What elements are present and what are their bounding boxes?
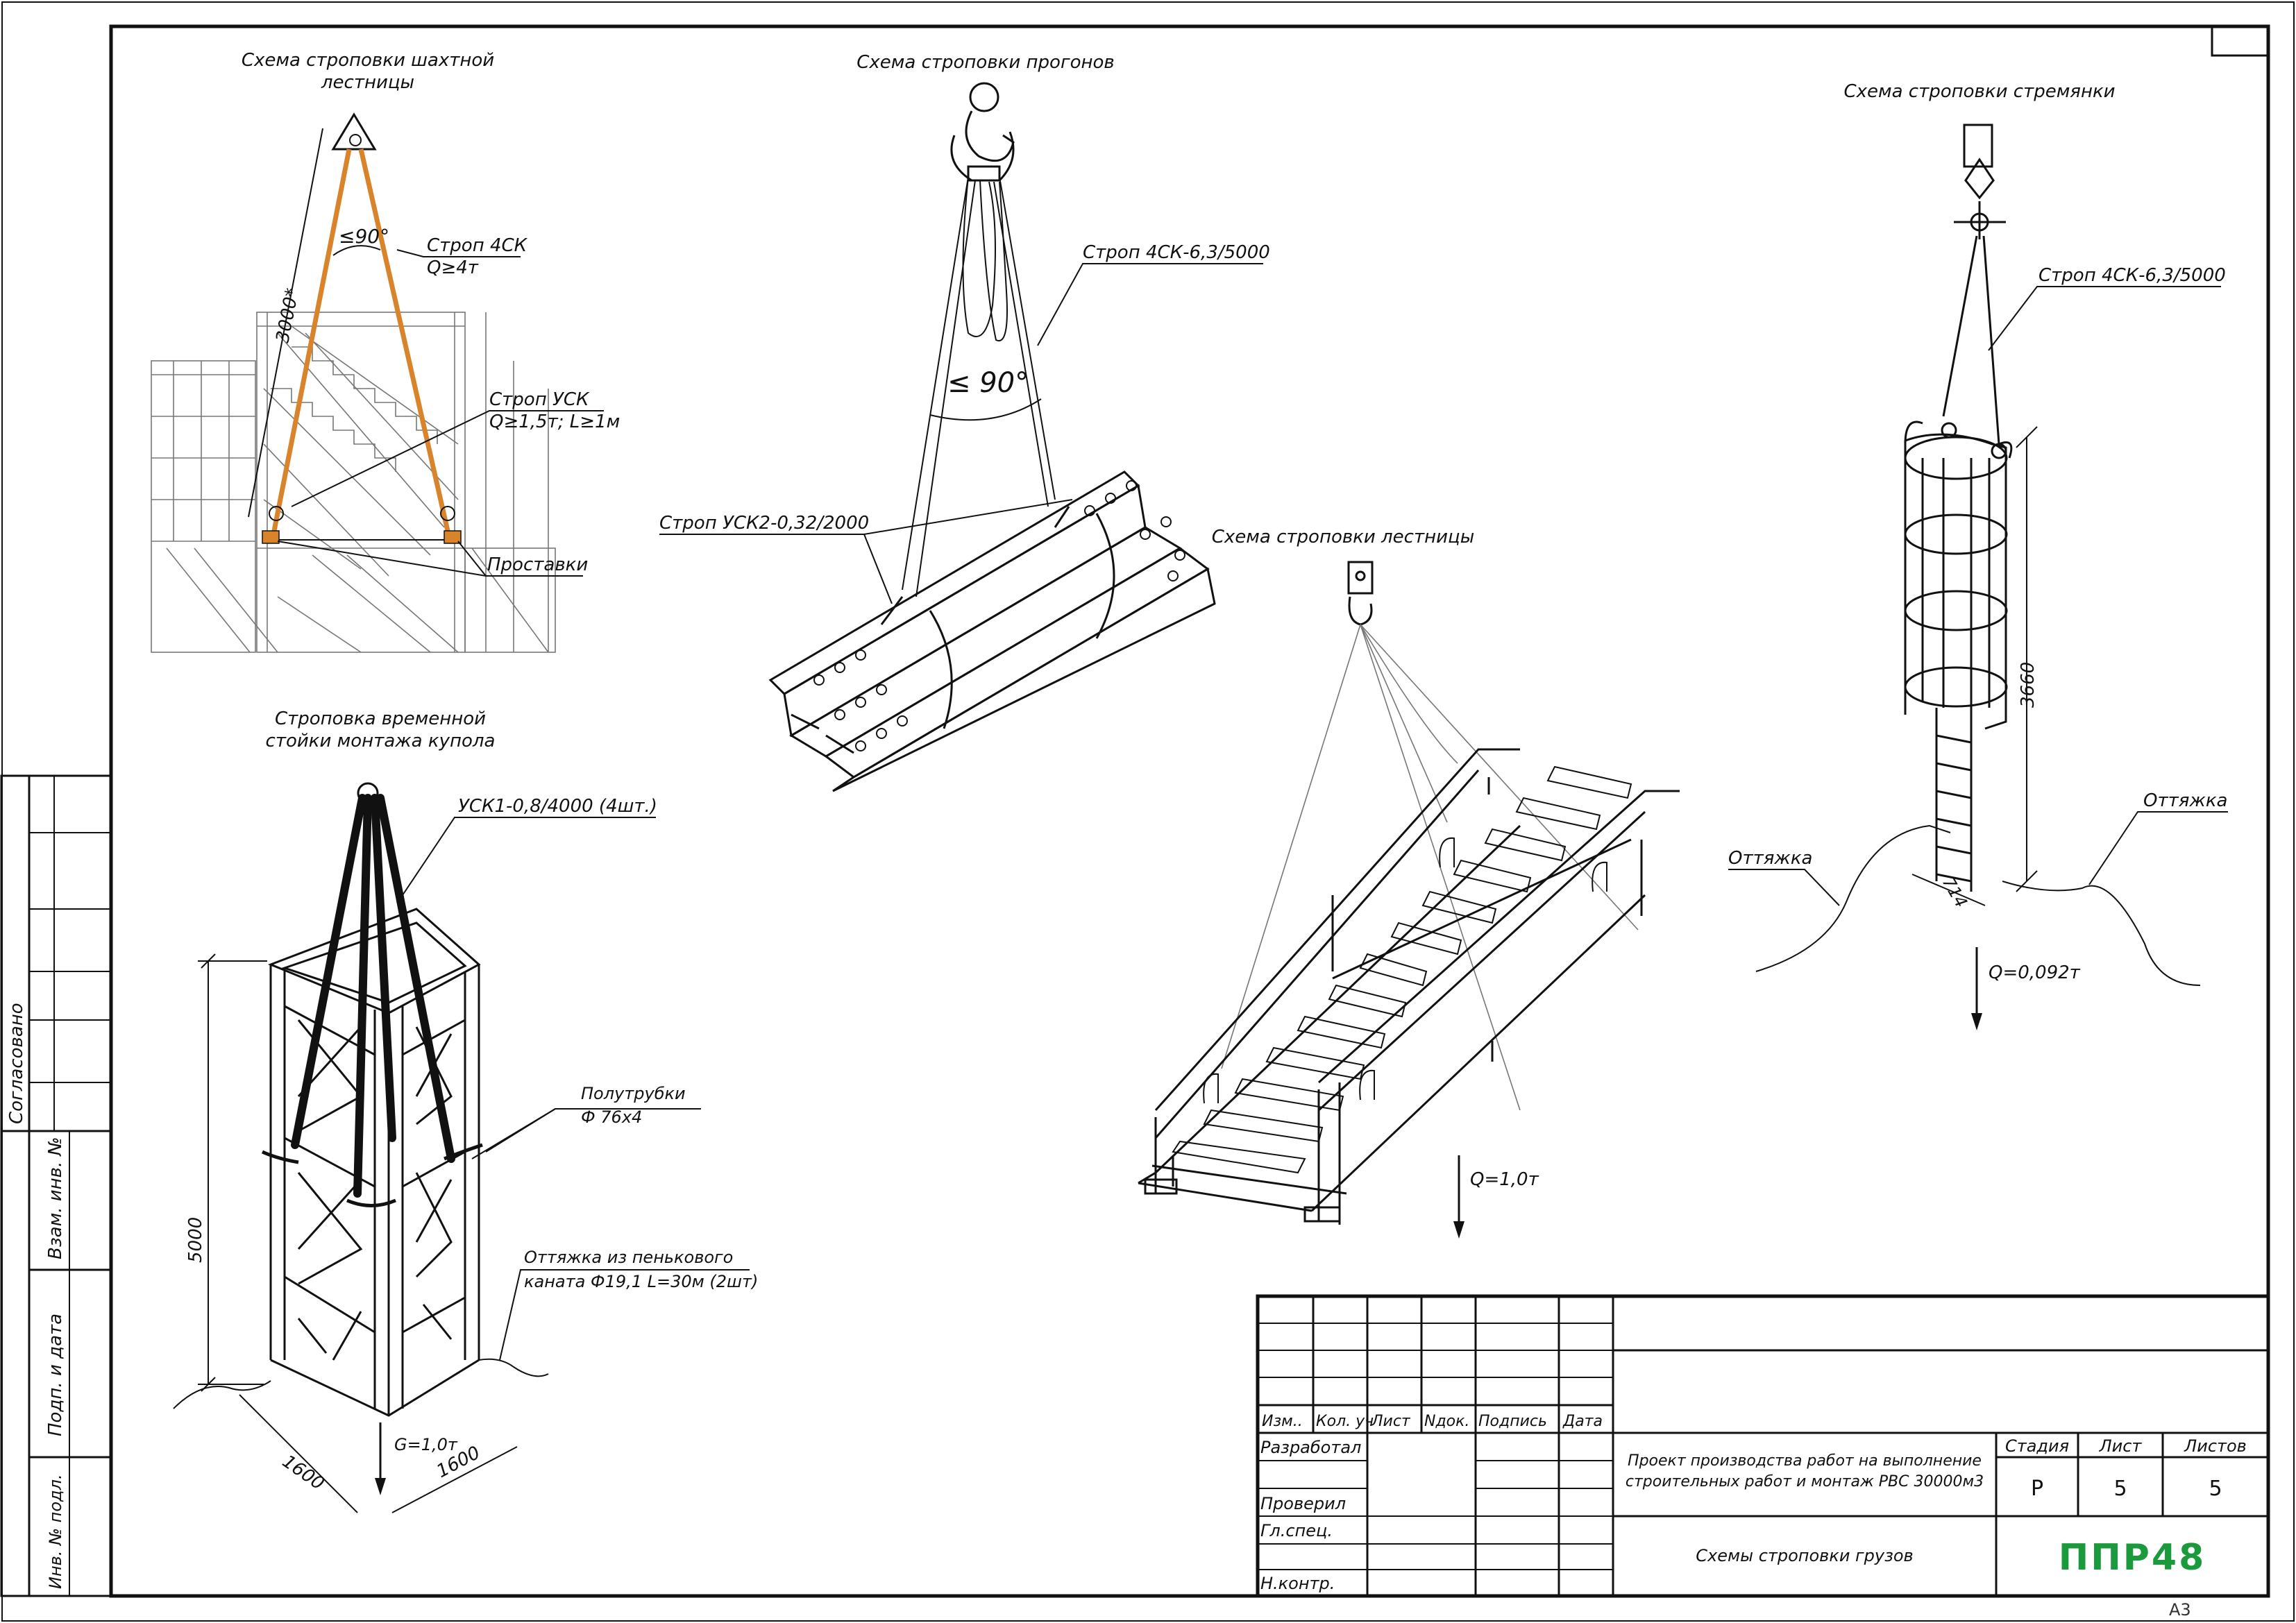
ppr48-logo: ППР48 <box>2059 1537 2206 1579</box>
shaft-sling1-name: Строп 4СК <box>427 235 528 256</box>
shaft-ladder-length: 3000* <box>272 287 303 344</box>
dome-post-title-2: стойки монтажа купола <box>266 731 496 751</box>
tb-sheet-value: 5 <box>2113 1477 2127 1501</box>
tb-role-developer: Разработал <box>1260 1438 1361 1457</box>
dome-load: G=1,0т <box>394 1435 458 1454</box>
stepladder-scheme: Схема строповки стремянки <box>1728 81 2228 1030</box>
dome-post-body <box>267 908 481 1417</box>
tb-role-checker: Проверил <box>1260 1494 1346 1513</box>
format-label: А3 <box>2169 1600 2191 1620</box>
shaft-sling1-load: Q≥4т <box>427 257 479 278</box>
purlins-title: Схема строповки прогонов <box>856 52 1115 73</box>
sling-4sk-left <box>271 148 352 532</box>
purlins-sling1: Строп 4СК-6,3/5000 <box>1083 242 1270 263</box>
dome-half-pipes <box>261 1143 483 1207</box>
shaft-ladder-title-2: лестницы <box>321 72 414 93</box>
stepladder-load: Q=0,092т <box>1989 962 2081 983</box>
side-stamp: Согласовано Взам. инв. № Подп. и дата Ин… <box>0 774 112 1597</box>
tb-sheets-label: Листов <box>2184 1436 2247 1456</box>
tb-sheet-title: Схемы строповки грузов <box>1696 1546 1913 1565</box>
tb-header-ndok: Nдок. <box>1424 1413 1469 1430</box>
top-corner-box <box>2211 25 2270 57</box>
tb-stage-value: Р <box>2031 1477 2043 1501</box>
shaft-ladder-title-1: Схема строповки шахтной <box>242 50 494 71</box>
purlins-scheme: Схема строповки прогонов ≤ 90° <box>659 52 1270 792</box>
shaft-sling2-load: Q≥1,5т; L≥1м <box>489 411 620 432</box>
shaft-spacers: Проставки <box>487 554 588 575</box>
purlin-bundle <box>768 470 1216 792</box>
stepladder-guy-left: Оттяжка <box>1728 848 1812 869</box>
tb-project-line2: строительных работ и монтаж РВС 30000м3 <box>1626 1473 1984 1490</box>
tb-sheets-value: 5 <box>2209 1477 2222 1501</box>
tb-header-signature: Подпись <box>1478 1413 1547 1430</box>
length-dim-line <box>248 128 323 518</box>
dome-height: 5000 <box>185 1217 206 1263</box>
ladder-title: Схема строповки лестницы <box>1212 527 1474 547</box>
tb-role-chief: Гл.спец. <box>1260 1521 1333 1540</box>
tb-sheet-label: Лист <box>2099 1436 2143 1456</box>
stepladder-guy-right: Оттяжка <box>2143 790 2227 811</box>
ladder-scheme: Схема строповки лестницы <box>1138 527 1680 1239</box>
stepladder-title: Схема строповки стремянки <box>1843 81 2115 102</box>
stamp-ref-no: Взам. инв. № <box>45 1137 66 1259</box>
dome-post-title-1: Строповка временной <box>275 708 486 729</box>
title-block: Изм.. Кол. уч Лист Nдок. Подпись Дата Ра… <box>1256 1294 2270 1598</box>
tb-role-norm: Н.контр. <box>1260 1574 1335 1593</box>
tb-header-list: Лист <box>1371 1413 1411 1430</box>
stamp-approved: Согласовано <box>6 1003 27 1124</box>
sling-4sk-right <box>358 148 450 532</box>
purlins-sling2: Строп УСК2-0,32/2000 <box>659 513 869 534</box>
dome-guy-1: Оттяжка из пенькового <box>524 1248 733 1267</box>
purlin-slings <box>902 176 1056 597</box>
stamp-inv-no: Инв. № подл. <box>46 1474 65 1589</box>
tb-project-line1: Проект производства работ на выполнение <box>1628 1452 1982 1470</box>
shaft-sling2-name: Строп УСК <box>489 389 590 410</box>
stepladder-slings <box>1942 235 2000 445</box>
stepladder-hook-icon <box>1954 124 2006 239</box>
crane-hook-icon <box>950 82 1015 182</box>
dome-sling: УСК1-0,8/4000 (4шт.) <box>458 796 657 817</box>
lifting-ring-icon <box>331 112 377 151</box>
stepladder-sling: Строп 4СК-6,3/5000 <box>2038 265 2226 286</box>
dome-black-slings <box>291 794 455 1198</box>
stamp-sign-date: Подп. и дата <box>45 1314 66 1436</box>
ladder-slings <box>1221 624 1639 1111</box>
tb-stage-label: Стадия <box>2005 1436 2069 1456</box>
ladder-body <box>1138 748 1680 1225</box>
ladder-steps <box>1172 765 1632 1174</box>
dome-post-scheme: Строповка временной стойки монтажа купол… <box>173 708 758 1513</box>
purlins-angle: ≤ 90° <box>947 367 1029 399</box>
shaft-ladder-scheme: Схема строповки шахтной лестницы <box>151 50 620 653</box>
stepladder-height: 3660 <box>2018 662 2038 708</box>
shaft-ladder-angle: ≤90° <box>339 225 389 248</box>
tb-header-kolvo: Кол. уч <box>1316 1413 1374 1430</box>
purlin-holes <box>813 480 1185 751</box>
shaft-ladder-structure <box>151 312 556 653</box>
stepladder-cage <box>1904 420 2013 892</box>
ladder-load: Q=1,0т <box>1470 1169 1539 1190</box>
dome-half-pipes-1: Полутрубки <box>581 1084 686 1103</box>
dome-half-pipes-2: Ф 76х4 <box>581 1107 642 1127</box>
tb-header-date: Дата <box>1562 1413 1603 1430</box>
ladder-hook-icon <box>1347 561 1374 626</box>
dome-guy-2: каната Ф19,1 L=30м (2шт) <box>524 1272 758 1291</box>
tb-header-izm: Изм.. <box>1262 1413 1303 1430</box>
